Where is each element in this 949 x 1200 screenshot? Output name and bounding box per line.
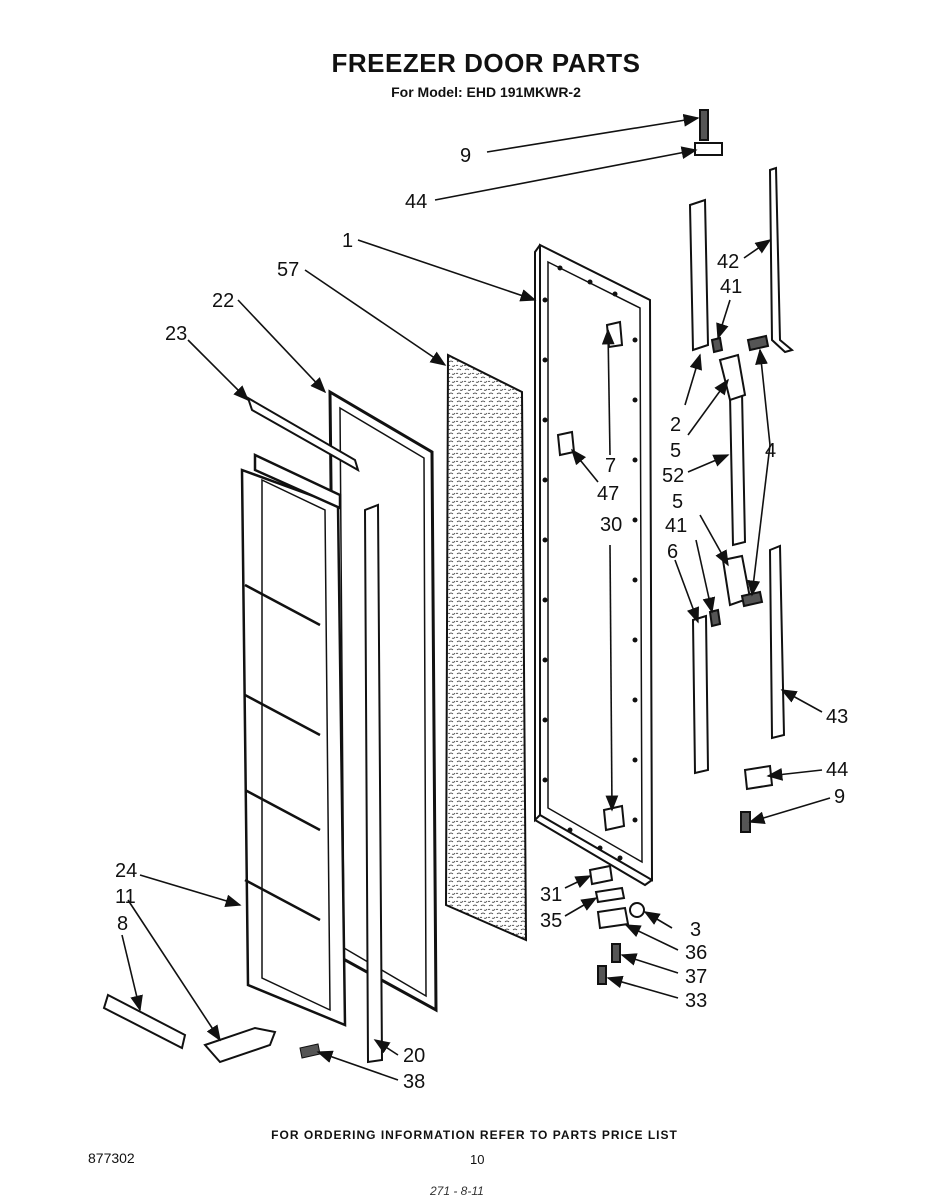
callout-3: 3 [690, 919, 701, 941]
handle-end-cap [203, 1026, 277, 1064]
callout-24: 24 [115, 860, 137, 882]
liner-strip [363, 503, 384, 1064]
callout-7: 7 [605, 455, 616, 477]
callout-35: 35 [540, 910, 562, 932]
screw-38 [299, 1043, 321, 1059]
outer-door-panel [534, 243, 654, 887]
callout-33: 33 [685, 990, 707, 1012]
callout-31: 31 [540, 884, 562, 906]
callout-2: 2 [670, 414, 681, 436]
callout-38: 38 [403, 1071, 425, 1093]
callout-44-top: 44 [405, 191, 427, 213]
callout-41-mid: 41 [665, 515, 687, 537]
door-panel-holes [542, 265, 638, 861]
callout-52: 52 [662, 465, 684, 487]
callout-44-bottom: 44 [826, 759, 848, 781]
door-gasket [328, 389, 438, 1013]
callout-20: 20 [403, 1045, 425, 1067]
page-number: 10 [470, 1152, 485, 1167]
page-title: FREEZER DOOR PARTS [331, 48, 641, 78]
callout-labels: 9 44 1 57 22 23 42 41 2 5 4 7 47 52 30 5… [115, 145, 848, 1093]
callout-1: 1 [342, 230, 353, 252]
callout-6: 6 [667, 541, 678, 563]
callout-37: 37 [685, 966, 707, 988]
foam-insulation [444, 353, 528, 942]
callout-4: 4 [765, 440, 776, 462]
callout-22: 22 [212, 290, 234, 312]
bottom-side-trim [102, 993, 187, 1050]
ordering-info-footer: FOR ORDERING INFORMATION REFER TO PARTS … [271, 1128, 678, 1142]
door-liner [240, 453, 347, 1027]
model-subtitle: For Model: EHD 191MKWR-2 [391, 84, 581, 100]
top-trim-strip [246, 395, 360, 473]
document-number: 877302 [88, 1150, 135, 1166]
callout-5-mid: 5 [672, 491, 683, 513]
callout-8: 8 [117, 913, 128, 935]
callout-23: 23 [165, 323, 187, 345]
handle-parts [688, 109, 795, 833]
hinge-hardware [556, 320, 645, 985]
callout-42: 42 [717, 251, 739, 273]
callout-9-bottom: 9 [834, 786, 845, 808]
callout-9-top: 9 [460, 145, 471, 167]
callout-57: 57 [277, 259, 299, 281]
callout-30: 30 [600, 514, 622, 536]
callout-41-top: 41 [720, 276, 742, 298]
callout-11: 11 [115, 886, 136, 908]
leader-lines [121, 113, 831, 1081]
callout-43: 43 [826, 706, 848, 728]
callout-36: 36 [685, 942, 707, 964]
callout-5-top: 5 [670, 440, 681, 462]
handwritten-note: 271 - 8-11 [430, 1184, 484, 1198]
callout-47: 47 [597, 483, 619, 505]
